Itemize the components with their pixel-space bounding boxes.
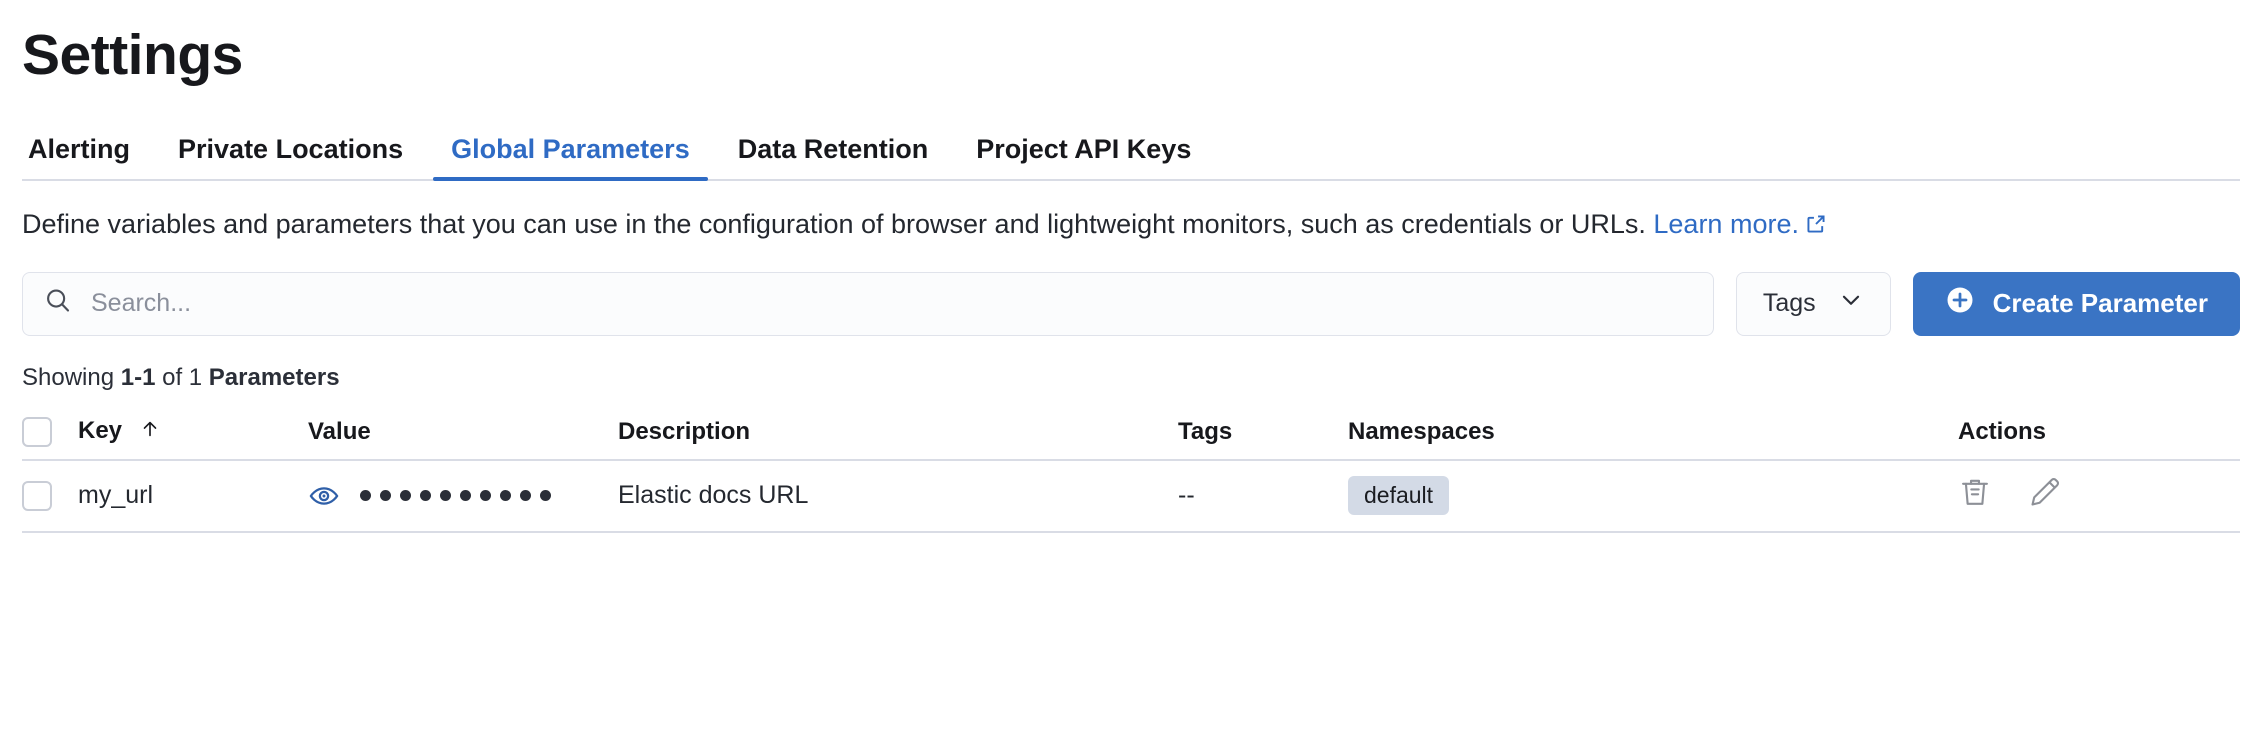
row-select-cell	[22, 459, 78, 533]
results-count: Showing 1-1 of 1 Parameters	[22, 364, 2240, 392]
tags-filter-button[interactable]: Tags	[1735, 271, 1891, 336]
cell-description: Elastic docs URL	[618, 459, 1178, 533]
eye-icon[interactable]	[308, 480, 340, 512]
pencil-icon[interactable]	[2028, 475, 2062, 509]
settings-tabs: Alerting Private Locations Global Parame…	[22, 123, 2240, 182]
tab-alerting[interactable]: Alerting	[22, 136, 154, 179]
parameters-table: Key Value Description Tags Namespaces Ac…	[22, 405, 2240, 533]
column-label: Namespaces	[1348, 418, 1495, 446]
search-input[interactable]	[91, 272, 1693, 335]
tab-global-parameters[interactable]: Global Parameters	[427, 134, 714, 182]
column-label: Value	[308, 418, 371, 446]
masked-value-dots	[360, 490, 551, 502]
select-all-checkbox[interactable]	[22, 417, 52, 448]
tags-filter-label: Tags	[1762, 289, 1816, 318]
tab-label: Project API Keys	[976, 134, 1192, 165]
column-header-tags: Tags	[1178, 405, 1348, 461]
results-middle: of 1	[155, 363, 209, 391]
learn-more-link[interactable]: Learn more.	[1653, 209, 1799, 239]
tab-project-api-keys[interactable]: Project API Keys	[952, 136, 1215, 179]
chevron-down-icon	[1838, 287, 1864, 320]
namespace-badge: default	[1348, 476, 1450, 516]
create-parameter-label: Create Parameter	[1992, 288, 2208, 319]
search-icon	[43, 286, 73, 321]
results-noun: Parameters	[208, 363, 340, 391]
column-header-key[interactable]: Key	[78, 405, 308, 461]
plus-circle-icon	[1945, 285, 1975, 322]
search-box[interactable]	[22, 271, 1714, 336]
trash-icon[interactable]	[1958, 475, 1992, 509]
cell-actions	[1958, 459, 2240, 533]
tab-private-locations[interactable]: Private Locations	[154, 136, 427, 179]
results-range: 1-1	[120, 363, 156, 391]
column-label: Key	[78, 417, 123, 445]
controls-row: Tags Create Parameter	[22, 271, 2240, 336]
page-title: Settings	[22, 23, 243, 87]
column-header-namespaces: Namespaces	[1348, 405, 1958, 461]
tab-label: Data Retention	[737, 134, 929, 165]
column-header-actions: Actions	[1958, 405, 2240, 461]
tab-label: Private Locations	[178, 134, 404, 165]
select-all-header	[22, 405, 78, 461]
results-prefix: Showing	[22, 363, 121, 391]
arrow-up-icon	[139, 418, 161, 447]
tab-data-retention[interactable]: Data Retention	[714, 136, 953, 179]
external-link-icon	[1805, 209, 1827, 244]
column-label: Tags	[1178, 418, 1233, 446]
table-row: my_url Elastic docs URL	[22, 459, 2240, 533]
learn-more-label: Learn more.	[1653, 209, 1799, 240]
column-label: Actions	[1958, 418, 2047, 446]
column-label: Description	[618, 418, 751, 446]
cell-key: my_url	[78, 459, 308, 533]
tab-label: Global Parameters	[451, 134, 690, 165]
cell-namespaces: default	[1348, 459, 1958, 533]
description-text: Define variables and parameters that you…	[22, 209, 1646, 240]
tab-label: Alerting	[28, 134, 131, 165]
page-description: Define variables and parameters that you…	[22, 207, 2240, 244]
cell-value	[308, 459, 618, 533]
column-header-description: Description	[618, 405, 1178, 461]
create-parameter-button[interactable]: Create Parameter	[1912, 271, 2240, 336]
column-header-value: Value	[308, 405, 618, 461]
cell-tags: --	[1178, 459, 1348, 533]
row-checkbox[interactable]	[22, 480, 52, 511]
table-header-row: Key Value Description Tags Namespaces Ac…	[22, 405, 2240, 461]
